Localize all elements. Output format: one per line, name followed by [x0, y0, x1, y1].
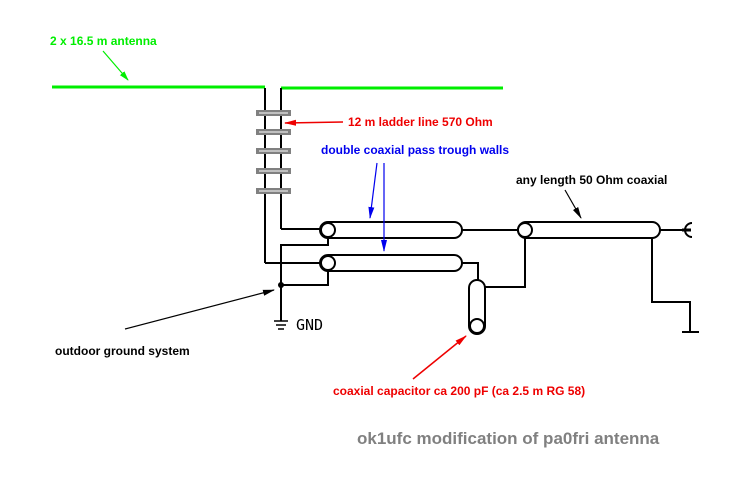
feed-coax-arrow [564, 189, 582, 219]
ground-system-label: outdoor ground system [55, 344, 190, 358]
ladder-line [256, 88, 291, 263]
coax-connector-icon [682, 222, 693, 238]
ladder-spacer [256, 188, 291, 194]
coax-end-connector [320, 255, 336, 271]
antenna-arrow [102, 50, 129, 81]
ladder-spacer [256, 168, 291, 174]
ladder-spacer [256, 148, 291, 154]
capacitor-label: coaxial capacitor ca 200 pF (ca 2.5 m RG… [333, 384, 585, 398]
ground-symbol-icon [274, 318, 288, 330]
passthrough-coax-lower [319, 254, 463, 272]
dipole-antenna [52, 85, 503, 90]
ladder-spacers [256, 110, 291, 194]
coax-end-connector [320, 222, 336, 238]
ground-junction-dot [278, 282, 284, 288]
wiring [265, 228, 691, 332]
passthrough-label: double coaxial pass trough walls [321, 143, 509, 157]
passthrough-arrow-upper [368, 162, 378, 219]
ladder-spacer [256, 129, 291, 135]
antenna-label: 2 x 16.5 m antenna [50, 34, 157, 48]
feed-coax [517, 221, 661, 239]
capacitor-arrow [412, 335, 467, 380]
diagram-title: ok1ufc modification of pa0fri antenna [357, 429, 660, 448]
gnd-label: GND [296, 316, 323, 334]
feed-coax-label: any length 50 Ohm coaxial [516, 173, 667, 187]
ground-system-arrow [124, 289, 275, 330]
coax-end-connector [469, 318, 485, 334]
coax-end-connector [517, 222, 533, 238]
coaxial-capacitor [468, 279, 486, 335]
ladder-line-arrow [284, 119, 344, 126]
passthrough-coax-upper [319, 221, 463, 239]
ladder-spacer [256, 110, 291, 116]
ladder-line-label: 12 m ladder line 570 Ohm [348, 115, 493, 129]
